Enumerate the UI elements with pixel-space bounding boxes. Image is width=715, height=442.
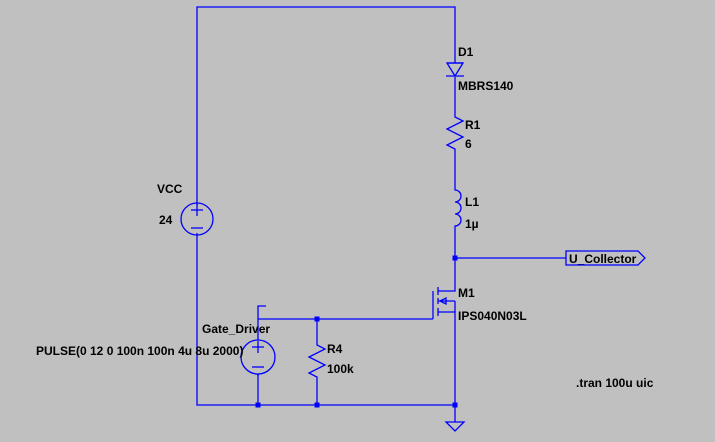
wires (196, 6, 566, 422)
l1-value: 1µ (465, 217, 479, 231)
ground[interactable] (444, 421, 466, 432)
m1-model: IPS040N03L (458, 309, 527, 323)
d1-name: D1 (458, 45, 474, 59)
labels: VCC 24 D1 MBRS140 R1 6 L1 1µ U_Collector… (36, 45, 654, 390)
net-label-text: U_Collector (569, 252, 637, 266)
l1-name: L1 (465, 195, 479, 209)
diode-icon (445, 62, 465, 78)
junction-r4-ground (314, 402, 320, 408)
u-collector-label[interactable] (565, 250, 646, 266)
m1-mosfet[interactable] (432, 286, 456, 319)
resistor-icon (307, 340, 327, 378)
r1-name: R1 (465, 118, 481, 132)
net-flag-icon (565, 250, 646, 266)
junction-gate (314, 316, 320, 322)
r1-resistor[interactable] (445, 112, 465, 155)
vcc-value: 24 (159, 213, 173, 227)
junctions (255, 255, 458, 408)
r4-value: 100k (327, 362, 354, 376)
vcc-source[interactable] (180, 202, 214, 236)
gate-driver-source[interactable] (240, 339, 276, 376)
resistor-icon (445, 112, 465, 155)
r4-resistor[interactable] (307, 340, 327, 378)
inductor-icon (454, 186, 462, 232)
junction-source-ground (452, 402, 458, 408)
r4-name: R4 (327, 342, 343, 356)
ground-icon (444, 421, 466, 432)
l1-inductor[interactable] (454, 186, 462, 232)
d1-diode[interactable] (445, 60, 465, 78)
vcc-name: VCC (157, 182, 183, 196)
wire-gate[interactable] (257, 305, 266, 340)
m1-name: M1 (458, 286, 475, 300)
r1-value: 6 (465, 137, 472, 151)
mosfet-arrow-icon (438, 296, 447, 306)
spice-directive[interactable]: .tran 100u uic (576, 376, 654, 390)
wire-vcc-ground[interactable] (196, 236, 455, 406)
d1-model: MBRS140 (458, 79, 514, 93)
junction-gd-ground (255, 402, 261, 408)
wire-top[interactable] (196, 6, 456, 202)
gate-driver-value: PULSE(0 12 0 100n 100n 4u 8u 2000) (36, 344, 243, 358)
junction-collector (452, 255, 458, 261)
gate-driver-name: Gate_Driver (202, 322, 270, 336)
